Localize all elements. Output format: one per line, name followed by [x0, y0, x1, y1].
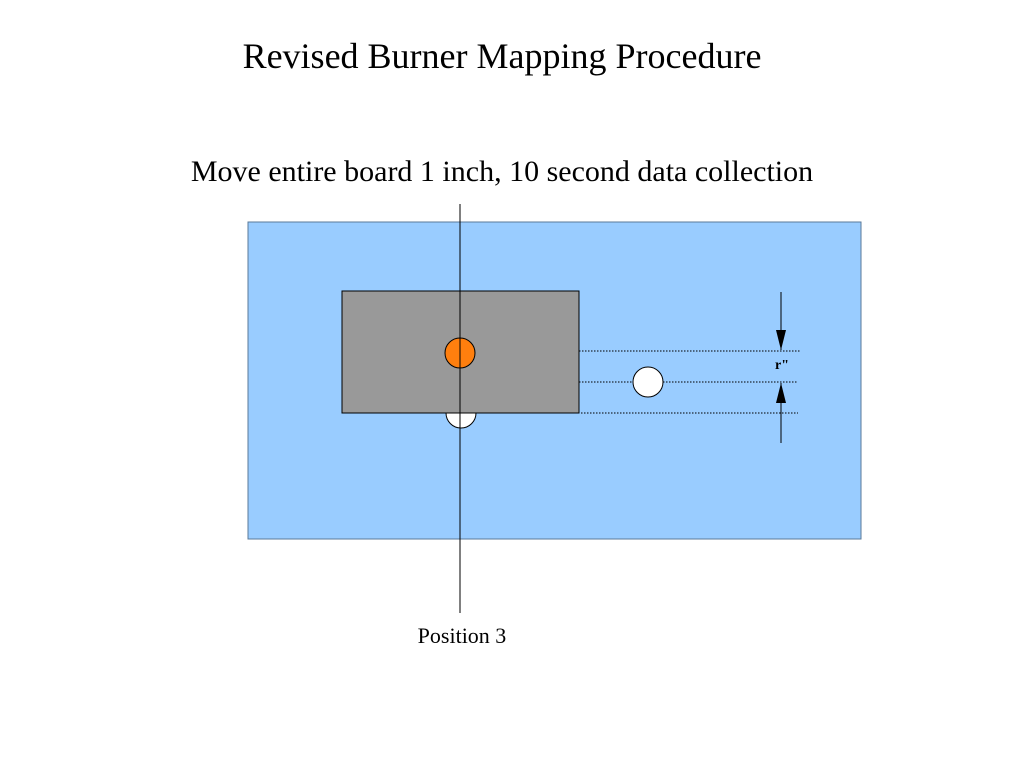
dimension-label: r" [775, 358, 789, 373]
slide-subtitle: Move entire board 1 inch, 10 second data… [190, 155, 814, 188]
dimension-arrow-down [776, 330, 786, 350]
dimension-arrow-up [776, 383, 786, 403]
measurement-point-right [632, 366, 664, 398]
slide-title: Revised Burner Mapping Procedure [242, 36, 762, 76]
position-label: Position 3 [417, 623, 507, 648]
